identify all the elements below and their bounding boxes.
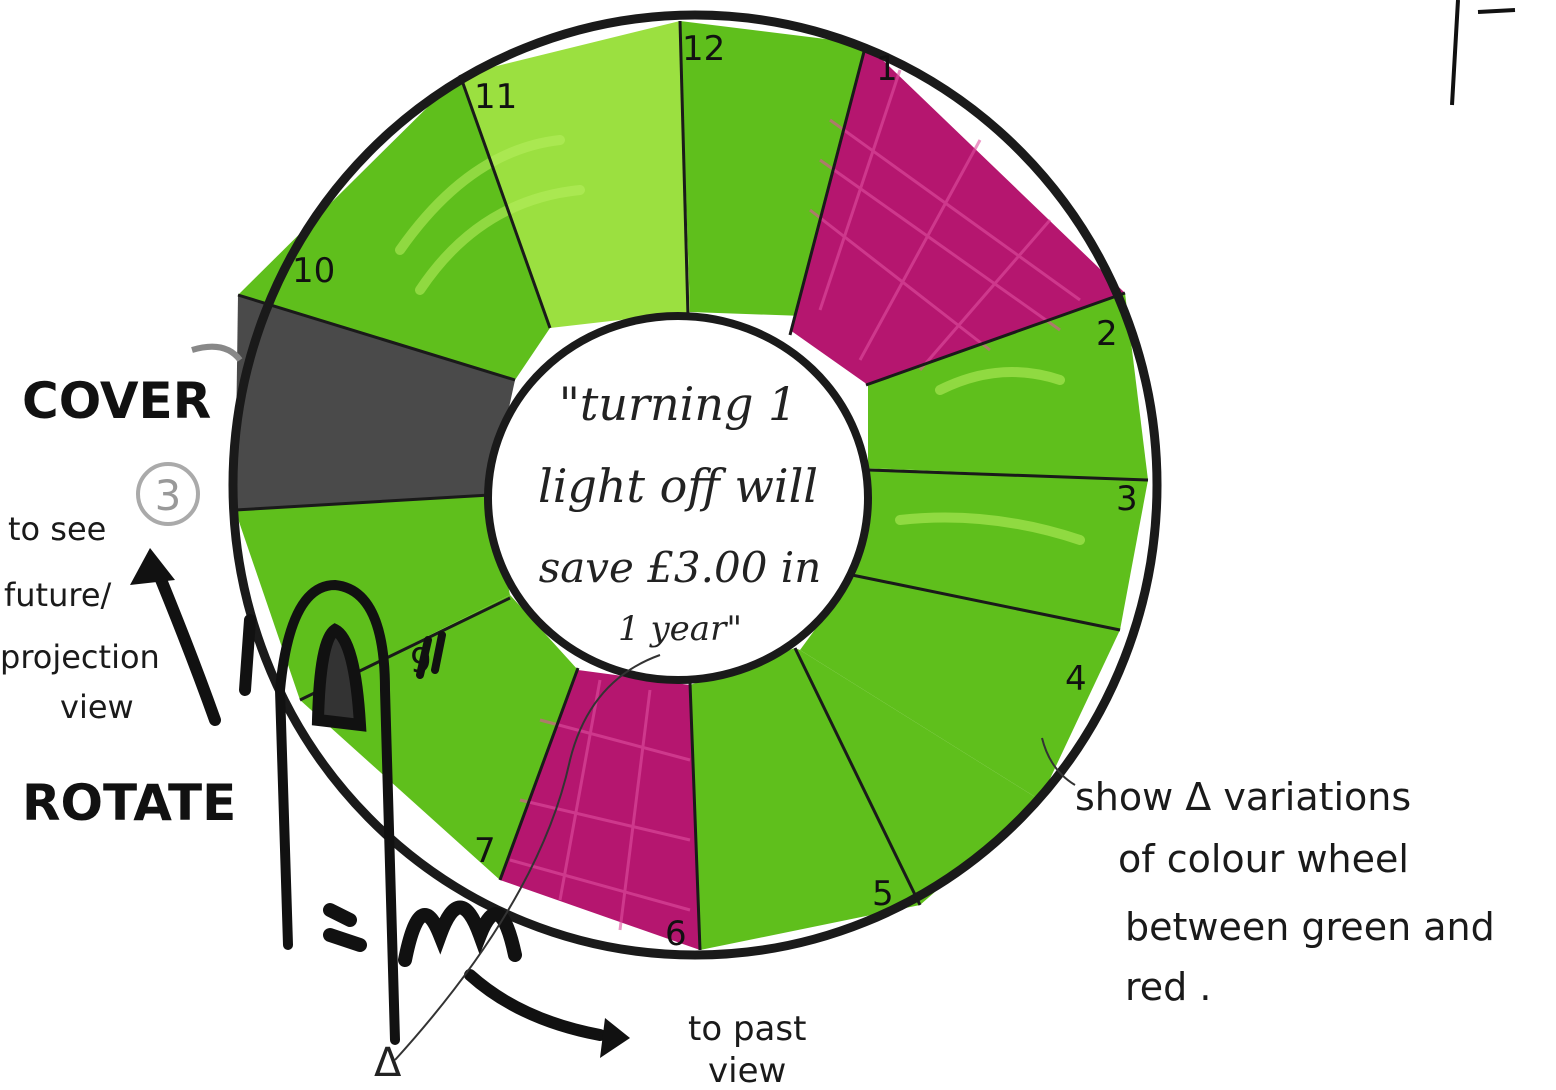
past-view-line-2: view — [708, 1051, 786, 1090]
svg-text:of colour wheel: of colour wheel — [1118, 837, 1409, 881]
cover-leader — [192, 347, 240, 360]
hub-line-1: "turning 1 — [559, 377, 798, 431]
hour-1: 1 — [876, 49, 898, 89]
hour-5: 5 — [872, 874, 894, 914]
arrow-right-icon — [470, 975, 600, 1035]
hour-3: 3 — [1116, 479, 1138, 519]
svg-text:between green and: between green and — [1125, 905, 1495, 949]
svg-text:show Δ variations: show Δ variations — [1075, 775, 1411, 819]
hour-7: 7 — [474, 831, 496, 871]
rotate-label: ROTATE — [22, 774, 236, 832]
past-view-line-1: to past — [688, 1009, 806, 1049]
variations-note: show Δ variations of colour wheel betwee… — [1075, 775, 1495, 1009]
delta-marker-bottom: Δ — [374, 1040, 402, 1086]
hour-11: 11 — [474, 77, 517, 117]
svg-text:projection: projection — [0, 638, 160, 676]
svg-text:future/: future/ — [4, 576, 112, 614]
hub-line-4: 1 year" — [618, 609, 742, 649]
hour-4: 4 — [1065, 659, 1087, 699]
svg-text:view: view — [60, 688, 134, 726]
circled-number: 3 — [155, 471, 182, 520]
hour-2: 2 — [1096, 314, 1118, 354]
future-note: to see future/ projection view — [0, 510, 160, 726]
hub-line-2: light off will — [538, 459, 818, 513]
hub-line-3: save £3.00 in — [539, 543, 822, 592]
svg-text:to see: to see — [8, 510, 106, 548]
arrow-up-head-icon — [130, 548, 175, 585]
arrow-right-head-icon — [600, 1018, 630, 1058]
hour-12: 12 — [682, 29, 725, 69]
corner-mark — [1452, 0, 1515, 105]
cover-label: COVER — [22, 372, 211, 430]
hour-10: 10 — [292, 251, 335, 291]
svg-text:red .: red . — [1125, 965, 1211, 1009]
swipe-icon — [330, 908, 515, 961]
hour-6: 6 — [665, 914, 687, 954]
arrow-up-icon — [155, 565, 215, 720]
